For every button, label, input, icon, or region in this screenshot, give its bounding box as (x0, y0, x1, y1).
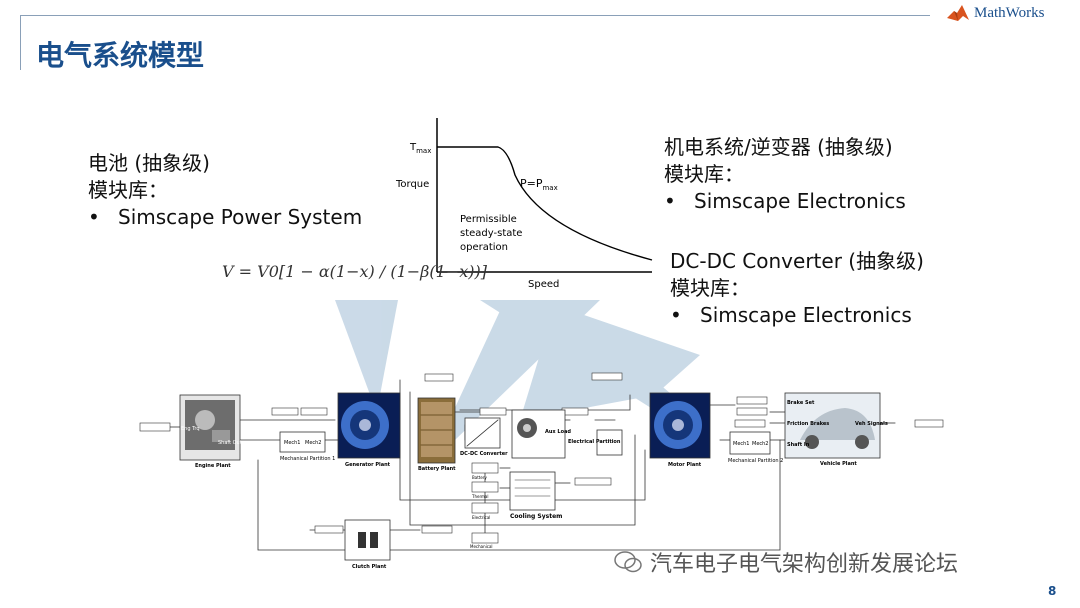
dcdc-library-label: 模块库： (670, 276, 750, 300)
watermark-text: 汽车电子电气架构创新发展论坛 (650, 552, 959, 577)
simulink-model: Eng Trq Shaft Out Engine Plant Mech1 Mec… (139, 372, 944, 570)
highlight-beams (335, 300, 700, 440)
mathworks-membrane-icon (947, 5, 969, 21)
inverter-text-block: 机电系统/逆变器 (抽象级) 模块库： • Simscape Electronic… (664, 134, 906, 215)
slide-title: 电气系统模型 (36, 39, 205, 72)
inverter-heading: 机电系统/逆变器 (抽象级) (664, 135, 893, 159)
friction-brakes-label: Friction Brakes (787, 421, 829, 427)
region-line-3: operation (460, 242, 508, 253)
aux-load-label: Aux Load (545, 429, 571, 435)
shaft-out-label: Shaft Out (218, 440, 242, 446)
battery-formula: V = V0[1 − α(1−x) / (1−β(1−x))] (222, 262, 487, 281)
dcdc-bullet-text: Simscape Electronics (700, 303, 912, 327)
header-rule (20, 15, 930, 16)
battery-plant-label: Battery Plant (418, 466, 456, 472)
page-number: 8 (1048, 584, 1057, 598)
region-line-2: steady-state (460, 228, 522, 239)
battery-text-block: 电池 (抽象级) 模块库： • Simscape Power System (88, 150, 362, 231)
mech-partition-2-label: Mechanical Partition 2 (728, 458, 783, 464)
battery-bullet-text: Simscape Power System (118, 205, 363, 229)
inverter-library-label: 模块库： (664, 162, 744, 186)
generator-plant-label: Generator Plant (345, 462, 391, 468)
motor-plant-label: Motor Plant (668, 462, 702, 468)
thermal-tag: Thermal (471, 494, 488, 499)
clutch-plant-label: Clutch Plant (352, 564, 387, 570)
engine-plant-label: Engine Plant (195, 463, 231, 469)
torque-axis-label: Torque (395, 179, 429, 190)
speed-axis-label: Speed (528, 279, 559, 290)
mechanical-tag: Mechanical (470, 544, 493, 549)
elec-partition-label: Electrical Partition (568, 439, 621, 445)
region-line-1: Permissible (460, 214, 517, 225)
dcdc-bullet: • Simscape Electronics (670, 302, 924, 329)
tmax-label: Tmax (409, 142, 431, 155)
mathworks-logo: MathWorks (946, 4, 1044, 22)
bullet-icon: • (88, 205, 100, 229)
battery-tag: Battery (472, 475, 487, 480)
mech-partition-1-block (279, 431, 326, 453)
beam-battery (335, 300, 398, 400)
pmax-label: P=Pmax (520, 177, 558, 192)
mech-partition-2-block (729, 431, 771, 455)
bullet-icon: • (670, 303, 682, 327)
clutch-block (344, 519, 391, 561)
bullet-icon: • (664, 189, 676, 213)
mech1-label: Mech1 (284, 440, 301, 446)
torque-curve (437, 146, 653, 261)
dcdc-label: DC-DC Converter (460, 451, 508, 457)
mech-partition-1-label: Mechanical Partition 1 (280, 456, 335, 462)
cooling-label: Cooling System (510, 513, 562, 520)
logo-text: MathWorks (974, 4, 1045, 21)
torque-speed-chart: Tmax Torque Speed P=Pmax Permissible ste… (395, 118, 653, 290)
inverter-bullet: • Simscape Electronics (664, 188, 906, 215)
brake-set-label: Brake Set (787, 400, 815, 406)
mech2-label-2: Mech2 (752, 441, 769, 447)
elec-partition-block (596, 429, 623, 456)
battery-bullet: • Simscape Power System (88, 204, 362, 231)
wechat-icon (614, 551, 642, 573)
dcdc-text-block: DC-DC Converter (抽象级) 模块库： • Simscape Ele… (670, 248, 924, 329)
cooling-block (509, 471, 556, 511)
eng-trq-label: Eng Trq (181, 426, 200, 432)
header-left-rule (20, 15, 21, 70)
beam-dcdc (480, 300, 690, 420)
mech2-label: Mech2 (305, 440, 322, 446)
electrical-tag: Electrical (472, 515, 490, 520)
shaft-in-label: Shaft In (787, 442, 810, 448)
goto-tags (139, 372, 944, 544)
inverter-bullet-text: Simscape Electronics (694, 189, 906, 213)
battery-heading: 电池 (抽象级) (88, 151, 210, 175)
veh-signals-label: Veh Signals (855, 421, 888, 427)
vehicle-plant-label: Vehicle Plant (820, 461, 857, 467)
battery-library-label: 模块库： (88, 178, 168, 202)
wechat-watermark: 汽车电子电气架构创新发展论坛 (614, 546, 958, 578)
mech1-label-2: Mech1 (733, 441, 750, 447)
dcdc-heading: DC-DC Converter (抽象级) (670, 249, 924, 273)
